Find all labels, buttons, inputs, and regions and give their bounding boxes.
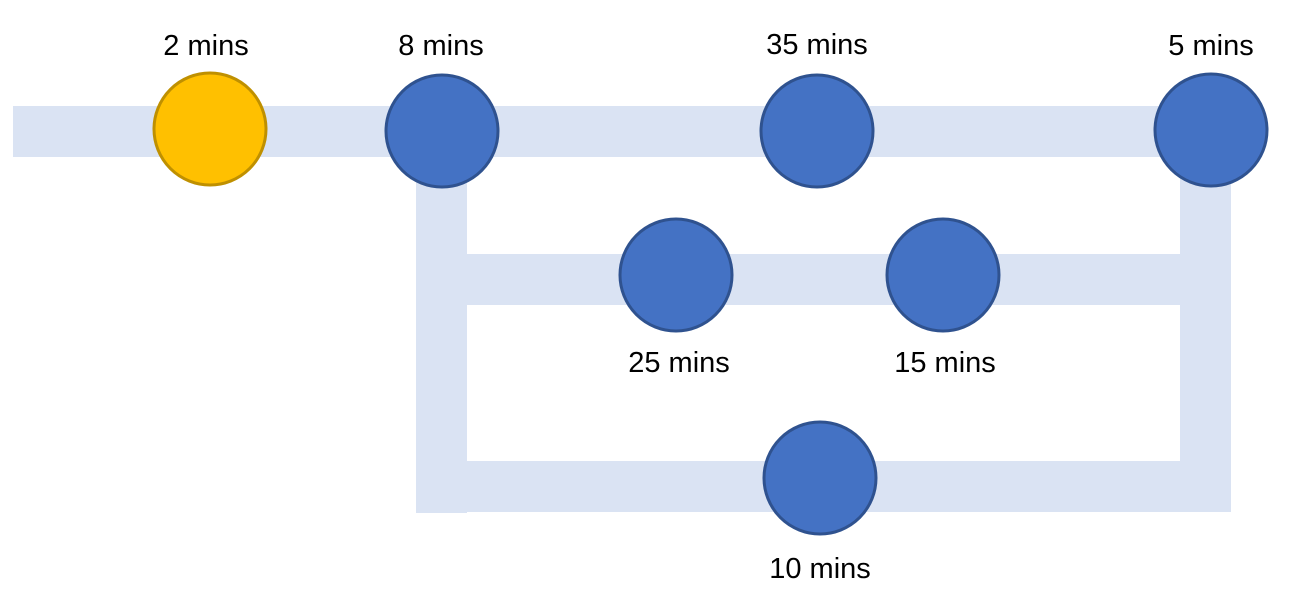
label-top-path: 35 mins: [766, 29, 868, 61]
node-split: [384, 73, 500, 189]
track-middle-branch: [416, 254, 1231, 305]
label-merge: 5 mins: [1168, 30, 1253, 62]
node-merge: [1153, 72, 1269, 188]
node-start: [152, 71, 268, 187]
node-middle-path-b: [885, 217, 1001, 333]
node-top-path: [759, 73, 875, 189]
label-start: 2 mins: [163, 30, 248, 62]
label-group: 2 mins 8 mins 35 mins 5 mins 25 mins 15 …: [163, 29, 1253, 585]
label-middle-path-a: 25 mins: [628, 347, 730, 379]
track-left-vertical: [416, 130, 467, 513]
track-right-vertical: [1180, 130, 1231, 512]
label-middle-path-b: 15 mins: [894, 347, 996, 379]
node-bottom-path: [762, 420, 878, 536]
node-group: [152, 71, 1269, 536]
label-bottom-path: 10 mins: [769, 553, 871, 585]
label-split: 8 mins: [398, 30, 483, 62]
node-middle-path-a: [618, 217, 734, 333]
